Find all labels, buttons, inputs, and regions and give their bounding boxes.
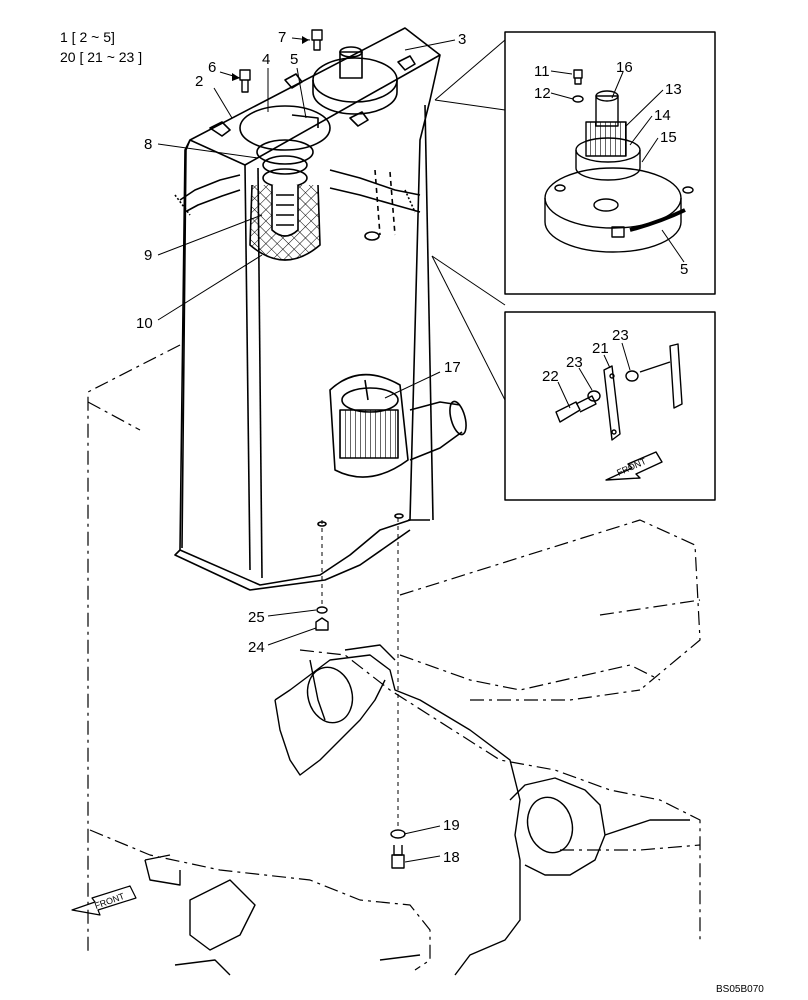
callout-5: 5 [290,51,299,68]
callout-leaders [157,37,506,863]
callout-25: 25 [248,609,265,626]
callout-10: 10 [136,315,153,332]
callout-2: 2 [195,73,204,90]
detail-callout-15: 15 [660,129,677,146]
hydraulic-tank [174,27,467,591]
detail-callout-21: 21 [592,340,609,357]
callout-6: 6 [208,59,217,76]
detail-callout-22: 22 [542,368,559,385]
detail-callout-13: 13 [665,81,682,98]
callout-7: 7 [278,29,287,46]
leader-arrows [232,36,309,81]
detail-callout-16: 16 [616,59,633,76]
detail-callout-23a: 23 [566,354,583,371]
detail-callout-12: 12 [534,85,551,102]
boom-bracket [144,644,690,976]
parts-legend-line-1: 1 [ 2 ~ 5] [60,29,115,45]
callout-17: 17 [444,359,461,376]
detail-callout-11: 11 [534,63,550,80]
fasteners [239,29,406,869]
callout-8: 8 [144,136,153,153]
detail-box-bracket [504,311,716,501]
callout-19: 19 [443,817,460,834]
callout-9: 9 [144,247,153,264]
detail-callout-5: 5 [680,261,689,278]
machine-frame [87,344,701,971]
detail-callout-23b: 23 [612,327,629,344]
detail-callout-14: 14 [654,107,671,124]
callout-4: 4 [262,51,271,68]
callout-18: 18 [443,849,460,866]
callout-3: 3 [458,31,467,48]
front-arrow-main [71,885,137,916]
parts-legend-line-2: 20 [ 21 ~ 23 ] [60,49,143,65]
drawing-code: BS05B070 [716,984,764,995]
detail-box-breather [504,31,716,295]
callout-24: 24 [248,639,265,656]
